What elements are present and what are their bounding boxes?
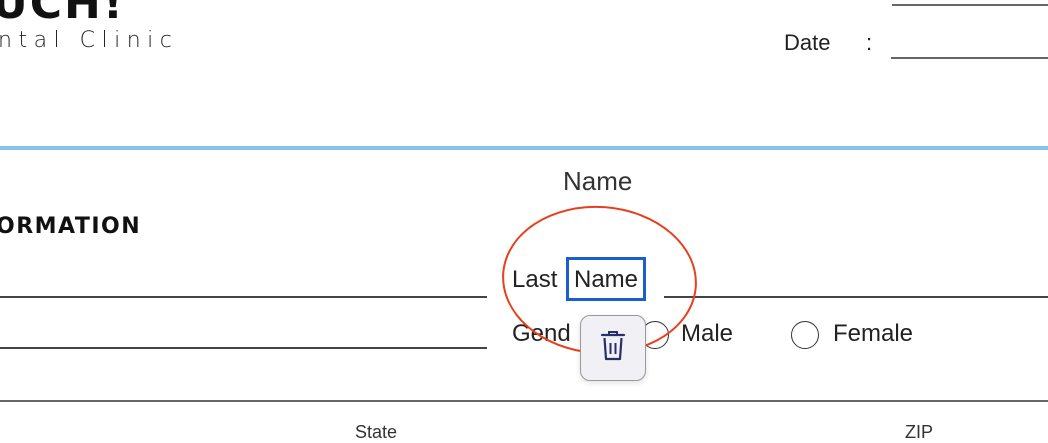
selected-text-box[interactable]	[566, 257, 646, 301]
first-name-field[interactable]	[0, 296, 487, 298]
clinic-name: UCH!	[0, 0, 125, 29]
last-name-field[interactable]	[664, 296, 1048, 298]
section-divider	[0, 146, 1048, 150]
date-label: Date	[784, 30, 831, 55]
zip-label: ZIP	[905, 422, 934, 442]
clinic-subtitle: ntal Clinic	[0, 28, 179, 53]
address-field[interactable]	[0, 400, 1048, 402]
trash-icon	[600, 330, 626, 367]
delete-annotation-button[interactable]	[580, 315, 646, 381]
gender-label: Gend	[512, 320, 571, 347]
state-label: State	[355, 422, 398, 442]
last-label-prefix: Last	[512, 266, 558, 293]
date-field[interactable]	[891, 57, 1048, 59]
last-label-selected-word[interactable]: Name	[574, 266, 639, 293]
dob-field[interactable]	[0, 347, 487, 349]
radio-female[interactable]	[791, 321, 819, 349]
date-colon: :	[866, 30, 873, 55]
header-field-line-top[interactable]	[892, 4, 1048, 6]
section-title: ORMATION	[0, 214, 142, 239]
tooltip-label: Name	[563, 166, 633, 196]
radio-female-label: Female	[833, 320, 914, 347]
radio-male-label: Male	[681, 320, 734, 347]
